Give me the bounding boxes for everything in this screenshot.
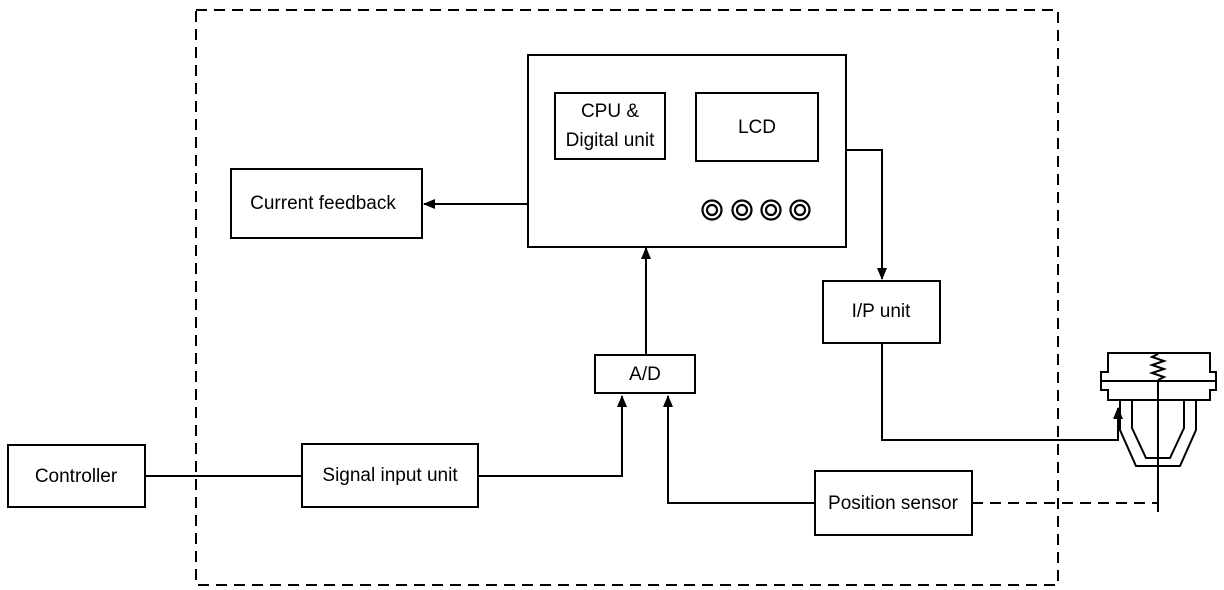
controller-block: Controller: [7, 444, 146, 508]
pneumatic-actuator-icon: [1100, 352, 1217, 512]
button-1[interactable]: [701, 199, 723, 221]
current-feedback-block: Current feedback: [230, 168, 423, 239]
arrow-signal-to-ad: [478, 395, 627, 477]
arrow-ip-to-actuator: [881, 343, 1123, 441]
ip-unit-label: I/P unit: [852, 301, 912, 322]
button-2[interactable]: [731, 199, 753, 221]
controller-label: Controller: [35, 466, 118, 487]
lcd-block: LCD: [695, 92, 819, 162]
ad-converter-block: A/D: [594, 354, 696, 394]
ad-converter-label: A/D: [629, 364, 661, 385]
button-3[interactable]: [760, 199, 782, 221]
ip-unit-block: I/P unit: [822, 280, 941, 344]
button-4[interactable]: [789, 199, 811, 221]
main-unit-block: CPU & Digital unit LCD: [527, 54, 847, 248]
signal-input-unit-label: Signal input unit: [322, 465, 458, 486]
cpu-label-line2: Digital unit: [566, 130, 655, 151]
arrow-sensor-to-ad: [663, 395, 815, 504]
arrow-main-to-ip: [846, 149, 887, 280]
current-feedback-label: Current feedback: [250, 193, 396, 214]
cpu-digital-unit-block: CPU & Digital unit: [554, 92, 666, 160]
position-sensor-block: Position sensor: [814, 470, 973, 536]
lcd-label: LCD: [738, 117, 776, 138]
signal-input-unit-block: Signal input unit: [301, 443, 479, 508]
cpu-label-line1: CPU &: [581, 101, 639, 122]
keypad-buttons: [701, 199, 811, 221]
connections: [145, 149, 1158, 504]
position-sensor-label: Position sensor: [828, 493, 959, 514]
